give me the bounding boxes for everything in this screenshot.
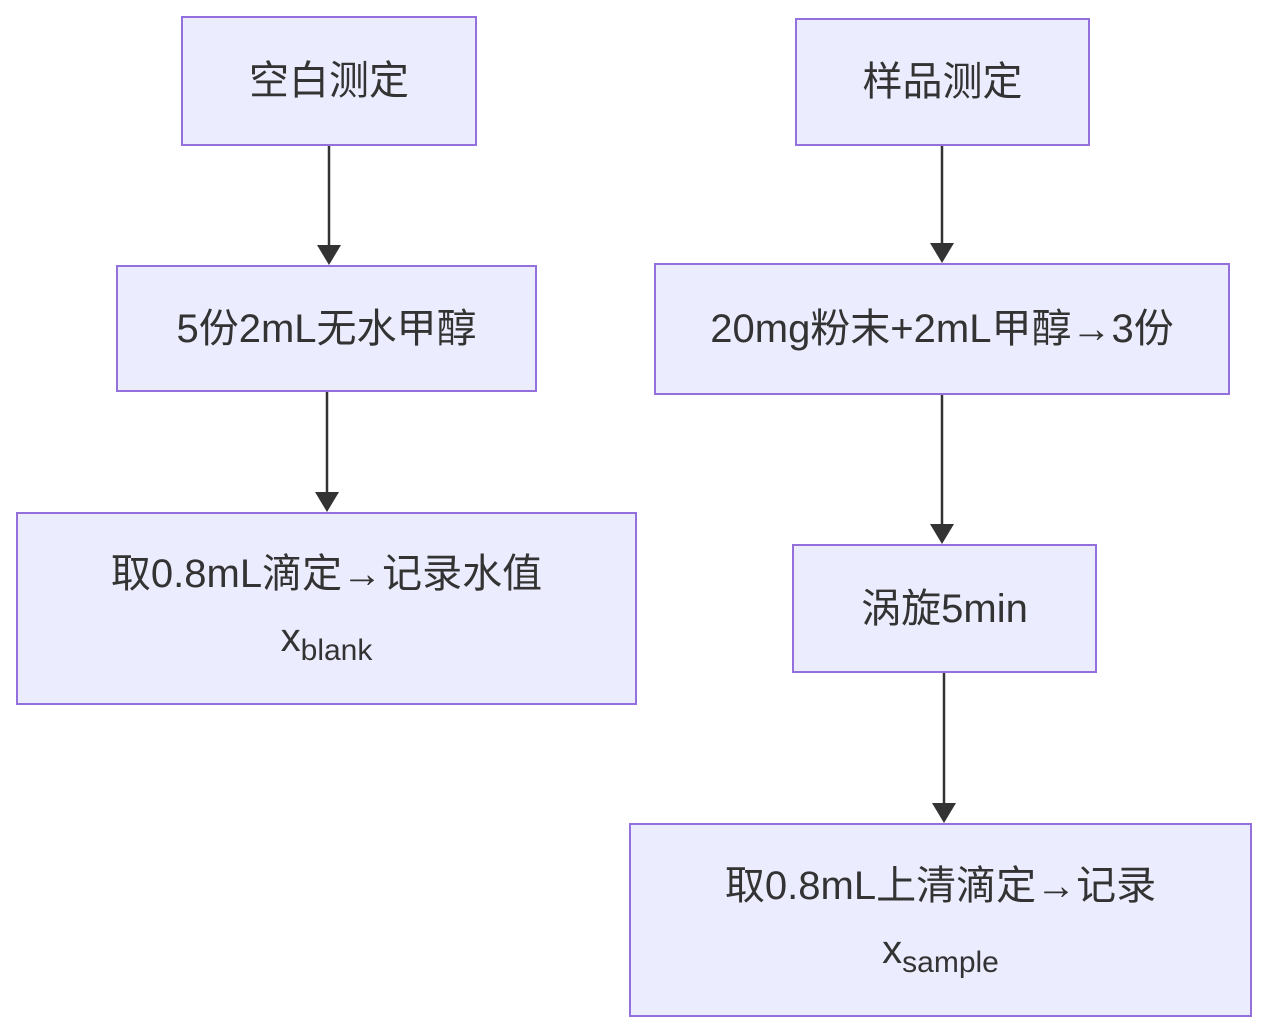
arrowhead-icon	[930, 524, 954, 544]
node-label: 样品测定	[862, 60, 1023, 104]
result-subscript: blank	[300, 634, 373, 667]
node-label: 5份2mL无水甲醇	[176, 306, 477, 351]
result-variable-sample: xsample	[882, 928, 999, 979]
node-sample-preparation: 20mg粉末+2mL甲醇→3份	[654, 263, 1230, 395]
arrow-sample-2	[930, 395, 954, 544]
node-sample-vortex: 涡旋5min	[792, 544, 1097, 673]
result-base: x	[280, 616, 301, 660]
node-label: 20mg粉末+2mL甲醇→3份	[710, 307, 1174, 351]
arrow-blank-1	[317, 146, 341, 265]
node-label: 取0.8mL上清滴定→记录	[724, 863, 1157, 908]
arrowhead-icon	[932, 803, 956, 823]
arrow-sample-3	[932, 673, 956, 823]
node-blank-determination: 空白测定	[181, 16, 477, 146]
result-base: x	[882, 927, 903, 972]
result-subscript: sample	[902, 945, 999, 979]
node-blank-methanol: 5份2mL无水甲醇	[116, 265, 537, 392]
arrowhead-icon	[930, 243, 954, 263]
node-sample-determination: 样品测定	[795, 18, 1090, 146]
node-sample-titration-result: 取0.8mL上清滴定→记录 xsample	[629, 823, 1252, 1017]
node-label: 空白测定	[249, 59, 409, 103]
node-blank-titration-result: 取0.8mL滴定→记录水值 xblank	[16, 512, 637, 705]
arrow-sample-1	[930, 146, 954, 263]
result-variable-blank: xblank	[281, 616, 373, 667]
arrowhead-icon	[317, 245, 341, 265]
arrow-blank-2	[315, 392, 339, 512]
node-label: 取0.8mL滴定→记录水值	[110, 552, 543, 596]
node-label: 涡旋5min	[861, 586, 1028, 631]
arrowhead-icon	[315, 492, 339, 512]
